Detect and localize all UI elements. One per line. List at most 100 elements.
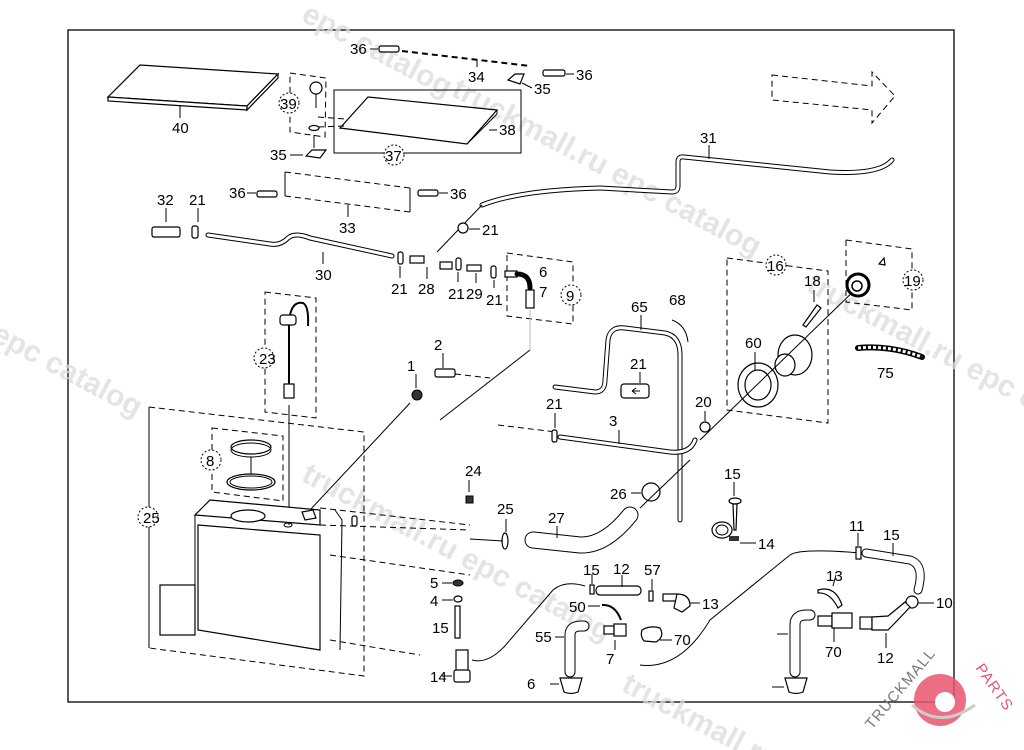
callout-39[interactable]: 39 — [280, 96, 297, 113]
callout-36[interactable]: 36 — [229, 185, 246, 202]
part-23-nut[interactable] — [411, 389, 423, 401]
callout-7[interactable]: 5 — [430, 575, 438, 592]
callout-70[interactable]: 6 — [527, 676, 535, 693]
part-21-clamp[interactable] — [397, 251, 404, 265]
callout-5[interactable]: 15 — [432, 620, 449, 637]
callout-34[interactable]: 34 — [468, 69, 485, 86]
part-4-drain-valve[interactable] — [453, 649, 471, 683]
part-12-elbow[interactable] — [859, 601, 911, 631]
callout-15[interactable]: 11 — [849, 518, 865, 535]
callout-36[interactable]: 36 — [576, 67, 593, 84]
part-15-clamp[interactable] — [589, 584, 595, 595]
part-22-fitting[interactable] — [434, 368, 456, 378]
callout-40[interactable]: 40 — [172, 120, 189, 137]
fuel-tank[interactable] — [159, 499, 321, 651]
callout-25[interactable]: 26 — [610, 486, 627, 503]
part-57-hose[interactable] — [601, 603, 622, 621]
callout-27[interactable]: 15 — [724, 466, 741, 483]
part-21-clamp[interactable] — [490, 265, 497, 279]
callout-7[interactable]: 7 — [539, 284, 547, 301]
callout-75[interactable]: 75 — [877, 365, 894, 382]
callout-30[interactable]: 30 — [315, 267, 332, 284]
callout-33[interactable]: 33 — [339, 220, 356, 237]
callout-23[interactable]: 1 — [407, 358, 415, 375]
part-21-clamp[interactable] — [455, 257, 462, 271]
part-7-washer[interactable] — [452, 579, 464, 587]
part-11-lever[interactable] — [817, 588, 843, 609]
callout-19[interactable]: 19 — [904, 273, 921, 290]
callout-24[interactable]: 27 — [548, 510, 565, 527]
callout-15[interactable]: 10 — [936, 595, 953, 612]
part-18-screw[interactable] — [802, 304, 822, 328]
part-36-bolt[interactable] — [417, 189, 439, 197]
callout-22[interactable]: 2 — [434, 337, 442, 354]
callout-1[interactable]: 25 — [143, 510, 160, 527]
part-21-clamp[interactable] — [699, 421, 711, 433]
callout-50[interactable]: 70 — [674, 632, 691, 649]
callout-21[interactable]: 21 — [189, 192, 206, 209]
callout-21[interactable]: 21 — [546, 396, 563, 413]
callout-14[interactable]: 15 — [883, 527, 900, 544]
part-17-ring[interactable] — [737, 362, 779, 408]
callout-31[interactable]: 31 — [700, 130, 717, 147]
callout-18[interactable]: 18 — [804, 273, 821, 290]
callout-4[interactable]: 14 — [430, 669, 447, 686]
part-14-hose[interactable] — [595, 585, 642, 596]
callout-17[interactable]: 60 — [745, 335, 762, 352]
part-39-latch[interactable] — [308, 81, 323, 132]
part-50-hose[interactable] — [640, 626, 663, 643]
callout-37[interactable]: 37 — [385, 148, 402, 165]
callout-3[interactable]: 23 — [259, 351, 276, 368]
callout-11[interactable]: 13 — [826, 568, 843, 585]
part-70-grommet[interactable] — [559, 677, 583, 695]
callout-10[interactable]: 70 — [825, 644, 842, 661]
callout-21[interactable]: 20 — [695, 394, 712, 411]
callout-14[interactable]: 12 — [613, 561, 630, 578]
callout-68[interactable]: 68 — [669, 292, 686, 309]
part-5-rod[interactable] — [454, 605, 461, 639]
callout-28[interactable]: 28 — [418, 281, 435, 298]
part-19-cap[interactable] — [845, 256, 886, 298]
part-36-bolt[interactable] — [542, 69, 566, 77]
callout-65[interactable]: 65 — [631, 299, 648, 316]
callout-57[interactable]: 50 — [569, 599, 586, 616]
callout-36[interactable]: 36 — [450, 186, 467, 203]
callout-6[interactable]: 6 — [539, 264, 547, 281]
part-15-clamp[interactable] — [905, 595, 919, 609]
callout-15[interactable]: 57 — [644, 562, 661, 579]
part-55-valve[interactable] — [603, 623, 627, 637]
callout-60[interactable]: 21 — [630, 356, 647, 373]
part-21-clamp[interactable] — [457, 222, 469, 234]
part-35-clip[interactable] — [304, 149, 328, 159]
callout-55[interactable]: 7 — [606, 651, 614, 668]
part-28-tee[interactable] — [409, 255, 453, 270]
part-10-valve[interactable] — [817, 612, 853, 629]
callout-25[interactable]: 25 — [497, 501, 514, 518]
part-60-inline-filter[interactable] — [620, 383, 650, 399]
part-8-bolt[interactable] — [465, 495, 474, 504]
part-12-elbow[interactable] — [662, 593, 691, 613]
part-27-screw[interactable] — [728, 497, 742, 531]
callout-9[interactable]: 9 — [566, 288, 574, 305]
part-15-clamp[interactable] — [648, 590, 654, 602]
callout-38[interactable]: 38 — [499, 122, 516, 139]
part-75-decal[interactable] — [855, 344, 925, 360]
callout-6[interactable]: 4 — [430, 593, 438, 610]
callout-8[interactable]: 24 — [465, 463, 482, 480]
callout-21[interactable]: 21 — [482, 222, 499, 239]
callout-12[interactable]: 12 — [877, 650, 894, 667]
callout-13[interactable]: 55 — [535, 629, 552, 646]
callout-35[interactable]: 35 — [270, 147, 287, 164]
part-32-connector[interactable] — [151, 226, 181, 238]
part-25-clamp[interactable] — [641, 482, 661, 502]
part-15-clamp[interactable] — [855, 546, 862, 560]
callout-21[interactable]: 21 — [448, 286, 465, 303]
part-3-fuel-sender[interactable] — [279, 301, 310, 399]
part-40-panel[interactable] — [106, 64, 280, 112]
callout-15[interactable]: 15 — [583, 562, 600, 579]
part-21-clamp[interactable] — [191, 225, 199, 239]
callout-21[interactable]: 21 — [391, 281, 408, 298]
callout-16[interactable]: 16 — [767, 258, 784, 275]
part-17-filler-neck[interactable] — [774, 334, 813, 377]
part-36-bolt[interactable] — [256, 190, 278, 198]
